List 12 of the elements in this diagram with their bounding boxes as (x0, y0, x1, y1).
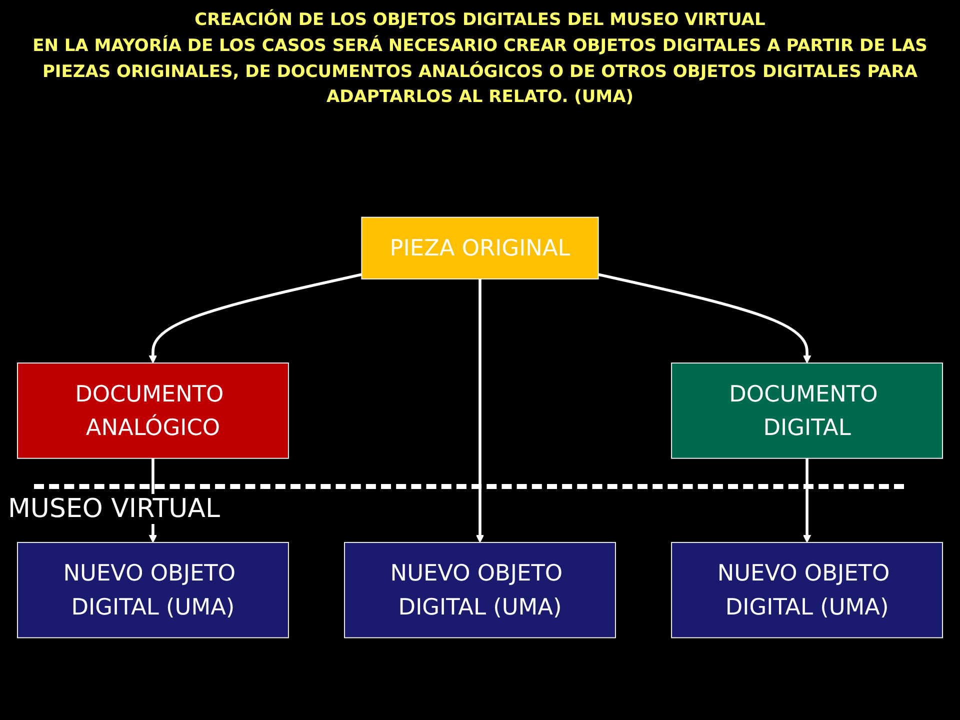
node-box: NUEVO OBJETO DIGITAL (UMA) (671, 542, 943, 638)
arrow (148, 273, 362, 364)
title: CREACIÓN DE LOS OBJETOS DIGITALES DEL MUSEO VIRTUAL (194, 10, 766, 30)
subtitle: EN LA MAYORÍA DE LOS CASOS SERÁ NECESARIO CREAR OBJETOS DIGITALES A PARTIR DE LAS PIEZAS ORIGINALES, DE DOCUMENTOS ANALÓGICOS O DE OTROS OBJETOS DIGITALES PARA ADAPTARLOS AL RELATO. (UMA) (32, 34, 928, 109)
arrow (802, 458, 812, 543)
arrow (598, 273, 812, 364)
node-box: DOCUMENTO ANALÓGICO (17, 362, 289, 459)
node-box: NUEVO OBJETO DIGITAL (UMA) (17, 542, 289, 638)
arrow (476, 278, 484, 543)
node-box: DOCUMENTO DIGITAL (671, 362, 943, 459)
node-box: PIEZA ORIGINAL (361, 216, 599, 280)
node-box: NUEVO OBJETO DIGITAL (UMA) (344, 542, 616, 638)
